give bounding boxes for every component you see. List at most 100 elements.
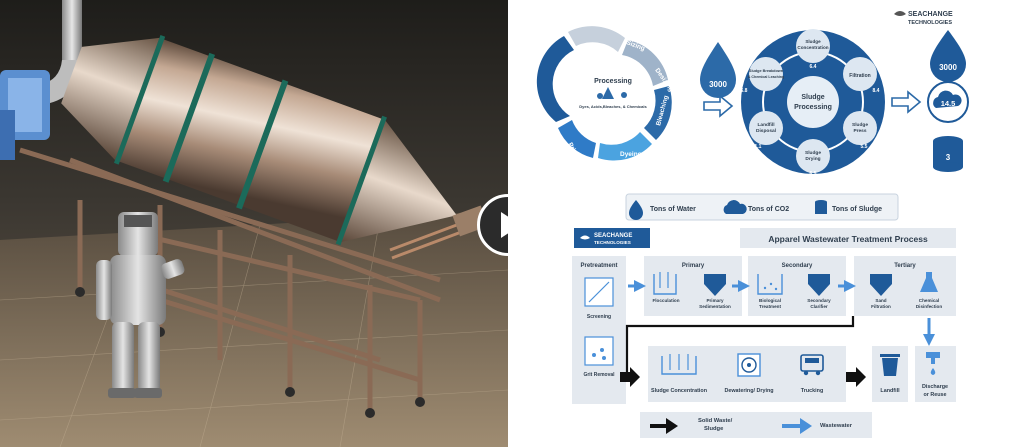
result-co2-value: 14.5 bbox=[941, 99, 956, 108]
svg-text:5.5: 5.5 bbox=[861, 144, 868, 150]
sludge-center-title: Sludge bbox=[801, 94, 824, 101]
svg-text:Trucking: Trucking bbox=[801, 388, 823, 394]
process-key: Solid Waste/ Sludge Wastewater bbox=[640, 412, 872, 438]
legend-water-icon bbox=[629, 200, 643, 220]
landfill-bin-icon bbox=[880, 354, 900, 376]
svg-text:Biological: Biological bbox=[759, 298, 781, 303]
water-drop-icon: 3000 bbox=[700, 42, 736, 98]
svg-text:Clarifier: Clarifier bbox=[810, 304, 828, 309]
legend-water-label: Tons of Water bbox=[650, 206, 696, 213]
wastewater-infographic: SEACHANGE TECHNOLOGIES Processing Dyes, … bbox=[508, 0, 1020, 447]
result-sludge-value: 3 bbox=[946, 153, 951, 162]
svg-text:Sludge: Sludge bbox=[805, 39, 821, 44]
arrow-right-icon bbox=[703, 94, 734, 118]
sludge-treatment-row: Sludge Concentration Dewatering/ Drying … bbox=[648, 346, 956, 402]
sludge-concentration-icon bbox=[661, 354, 697, 375]
sludge-processing-ring: Sludge Processing Sludge Concentration 6… bbox=[741, 29, 885, 177]
tank-illustration bbox=[0, 0, 508, 447]
process-header: SEACHANGE TECHNOLOGIES Apparel Wastewate… bbox=[574, 228, 956, 248]
truck-icon bbox=[800, 354, 824, 376]
brand-sub: TECHNOLOGIES bbox=[908, 20, 952, 26]
legend-co2-icon bbox=[723, 200, 747, 214]
stage-label-4: Dyeing bbox=[620, 151, 642, 158]
svg-text:Primary: Primary bbox=[706, 298, 724, 303]
processing-cycle: Processing Dyes, Acids,Bleaches, & Chemi… bbox=[536, 26, 674, 166]
result-sludge-barrel-icon: 3 bbox=[933, 136, 963, 172]
svg-text:Sand: Sand bbox=[875, 298, 886, 303]
stage-secondary: Secondary Biological Treatment Secondary… bbox=[748, 256, 846, 316]
key-water-arrow-icon bbox=[782, 418, 812, 434]
flocculation-icon bbox=[653, 272, 677, 295]
svg-text:Treatment: Treatment bbox=[759, 304, 781, 309]
svg-text:6.8: 6.8 bbox=[741, 88, 748, 94]
svg-text:Pretreatment: Pretreatment bbox=[580, 263, 617, 269]
stage-tertiary: Tertiary Sand Filtration Chemical Disinf… bbox=[854, 256, 956, 316]
svg-text:Tertiary: Tertiary bbox=[894, 263, 916, 269]
sludge-node-breakdown: Sludge Breakdown & Chemical Leaching 6.8 bbox=[741, 57, 784, 94]
svg-text:Dewatering/ Drying: Dewatering/ Drying bbox=[724, 388, 773, 394]
svg-text:Discharge: Discharge bbox=[922, 384, 948, 390]
legend-sludge-label: Tons of Sludge bbox=[832, 206, 882, 213]
process-brand-sub: TECHNOLOGIES bbox=[594, 240, 631, 245]
sand-filtration-icon bbox=[870, 274, 892, 296]
cycle-center-title: Processing bbox=[594, 78, 632, 85]
sludge-node-press: Sludge Press 5.5 bbox=[843, 111, 877, 150]
svg-text:Sludge: Sludge bbox=[852, 122, 868, 128]
svg-text:Landfill: Landfill bbox=[757, 122, 774, 128]
svg-text:Drying: Drying bbox=[805, 156, 820, 162]
svg-text:1.1: 1.1 bbox=[755, 144, 762, 150]
sludge-arrow-icon-2 bbox=[846, 367, 866, 387]
svg-text:Landfill: Landfill bbox=[880, 388, 900, 394]
svg-text:6.4: 6.4 bbox=[810, 64, 817, 70]
sludge-node-concentration: Sludge Concentration 6.4 bbox=[796, 29, 830, 70]
svg-text:Sludge: Sludge bbox=[704, 426, 724, 432]
infographic-svg: SEACHANGE TECHNOLOGIES Processing Dyes, … bbox=[536, 11, 969, 438]
faucet-icon bbox=[926, 352, 940, 375]
svg-text:Chemical: Chemical bbox=[919, 298, 939, 303]
sedimentation-icon bbox=[704, 274, 726, 296]
grit-removal-icon bbox=[584, 336, 614, 366]
svg-text:Screening: Screening bbox=[587, 314, 611, 320]
svg-text:Disposal: Disposal bbox=[756, 128, 776, 134]
sludge-node-drying: Sludge Drying 6.5 bbox=[796, 139, 830, 177]
svg-text:Solid Waste/: Solid Waste/ bbox=[698, 418, 733, 424]
svg-text:Secondary: Secondary bbox=[782, 263, 813, 269]
svg-text:Filtration: Filtration bbox=[849, 73, 870, 79]
clarifier-icon bbox=[808, 274, 830, 296]
svg-text:Press: Press bbox=[853, 128, 866, 134]
svg-text:& Chemical Leaching: & Chemical Leaching bbox=[748, 75, 784, 79]
sludge-node-landfill: Landfill Disposal 1.1 bbox=[749, 111, 783, 150]
result-co2-cloud-icon: 14.5 bbox=[927, 81, 969, 123]
stage-primary: Primary Flocculation Primary Sedimentati… bbox=[644, 256, 742, 316]
svg-text:Concentration: Concentration bbox=[797, 45, 828, 50]
result-water-value: 3000 bbox=[939, 63, 957, 72]
key-solid-arrow-icon bbox=[650, 418, 678, 434]
cycle-center-sub: Dyes, Acids,Bleaches, & Chemicals bbox=[579, 104, 647, 109]
svg-text:Sludge: Sludge bbox=[805, 150, 821, 156]
brand-name: SEACHANGE bbox=[908, 11, 953, 18]
svg-text:Sedimentation: Sedimentation bbox=[699, 304, 731, 309]
svg-text:Sludge Concentration: Sludge Concentration bbox=[651, 388, 707, 394]
result-water-drop-icon: 3000 bbox=[930, 30, 966, 82]
brand-logo-top: SEACHANGE TECHNOLOGIES bbox=[894, 11, 953, 26]
svg-text:Wastewater: Wastewater bbox=[820, 423, 853, 429]
process-brand-name: SEACHANGE bbox=[594, 233, 632, 239]
legend-sludge-icon bbox=[815, 200, 827, 214]
chemical-flask-icon bbox=[920, 272, 938, 292]
tank-render-image bbox=[0, 0, 508, 447]
sludge-node-filtration: Filtration 8.4 bbox=[843, 57, 880, 94]
svg-text:Grit Removal: Grit Removal bbox=[583, 372, 615, 378]
legend-bar: Tons of Water Tons of CO2 Tons of Sludge bbox=[625, 193, 899, 221]
cycle-water-value: 3000 bbox=[709, 80, 727, 89]
sludge-arrow-icon bbox=[620, 367, 640, 387]
sludge-flow-line bbox=[625, 316, 855, 376]
biological-treatment-icon bbox=[757, 274, 783, 295]
svg-text:Secondary: Secondary bbox=[807, 298, 831, 303]
svg-text:Primary: Primary bbox=[682, 263, 705, 269]
stage-pretreatment: Pretreatment Screening Grit Removal bbox=[572, 256, 626, 404]
svg-text:Disinfection: Disinfection bbox=[916, 304, 942, 309]
chemicals-icon bbox=[597, 87, 627, 99]
svg-text:Flocculation: Flocculation bbox=[652, 298, 679, 303]
svg-text:Filtration: Filtration bbox=[871, 304, 891, 309]
process-title: Apparel Wastewater Treatment Process bbox=[768, 234, 928, 244]
